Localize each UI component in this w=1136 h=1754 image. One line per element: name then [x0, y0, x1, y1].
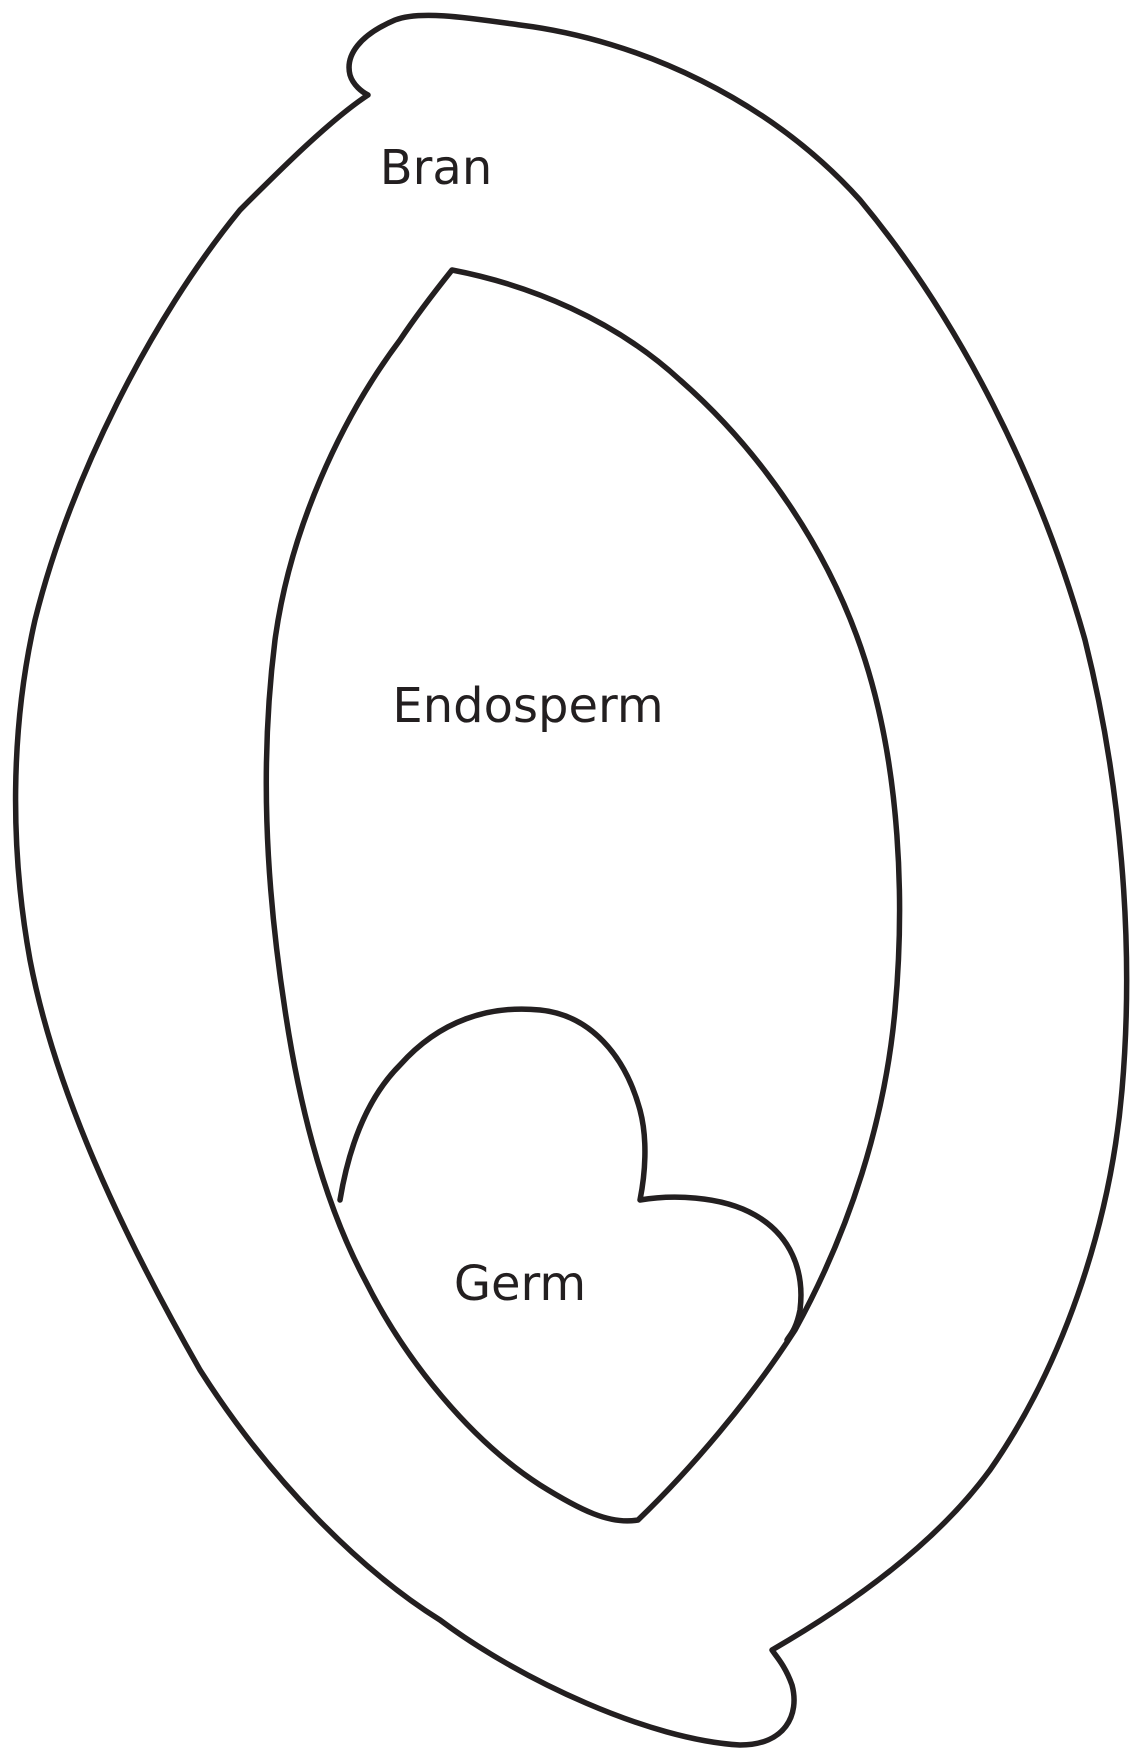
bran-label: Bran	[380, 140, 493, 196]
germ-label: Germ	[454, 1256, 586, 1312]
endosperm-label: Endosperm	[392, 678, 663, 734]
bran-outline	[16, 15, 1127, 1745]
endosperm-outline	[266, 270, 899, 1521]
